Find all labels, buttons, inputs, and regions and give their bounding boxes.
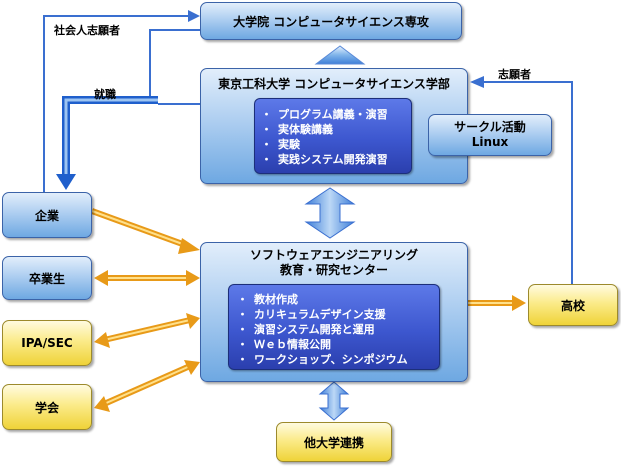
center-item: 教材作成	[237, 292, 439, 307]
employment-label: 就職	[94, 88, 116, 101]
company-box[interactable]: 企業	[2, 192, 92, 238]
applicant-arrowhead	[470, 76, 484, 88]
company-label: 企業	[34, 208, 59, 223]
ipa-center-arrow	[94, 313, 200, 348]
grad-school-label: 大学院 コンピュータサイエンス専攻	[233, 14, 429, 29]
academic-society-label: 学会	[34, 400, 59, 415]
alumni-box[interactable]: 卒業生	[2, 256, 92, 300]
undergrad-title: 東京工科大学 コンピュータサイエンス学部	[218, 77, 450, 91]
academic-center-arrow	[94, 360, 200, 412]
undergrad-curriculum-box: プログラム講義・演習 実体験講義 実験 実践システム開発演習	[254, 98, 412, 174]
working-applicant-line	[43, 15, 190, 192]
employment-pipe	[56, 96, 158, 190]
ipa-sec-label: IPA/SEC	[21, 336, 73, 350]
center-to-highschool-arrow	[468, 295, 526, 311]
highschool-label: 高校	[560, 298, 585, 313]
se-center-activities-box: 教材作成 カリキュラムデザイン支援 演習システム開発と運用 Ｗｅｂ情報公開 ワー…	[228, 284, 440, 370]
center-item: ワークショップ、シンポジウム	[237, 352, 439, 367]
se-center-title-line2: 教育・研究センター	[279, 263, 388, 277]
center-item: Ｗｅｂ情報公開	[237, 337, 439, 352]
undergrad-item: プログラム講義・演習	[261, 107, 411, 122]
circle-activity-label: サークル活動	[454, 120, 526, 134]
alumni-center-arrow	[94, 270, 200, 286]
grad-school-box[interactable]: 大学院 コンピュータサイエンス専攻	[200, 2, 462, 40]
academic-society-box[interactable]: 学会	[2, 384, 92, 430]
undergrad-item: 実践システム開発演習	[261, 152, 411, 167]
other-univ-label: 他大学連携	[303, 435, 364, 450]
applicant-line	[482, 81, 573, 284]
undergrad-item: 実験	[261, 137, 411, 152]
circle-activity-box[interactable]: サークル活動 Linux	[428, 114, 552, 156]
working-applicants-label: 社会人志願者	[54, 24, 120, 37]
undergrad-center-double-arrow	[304, 187, 356, 239]
undergrad-to-grad-arrow	[314, 45, 366, 65]
company-to-center-arrow	[90, 208, 200, 254]
center-otheruniv-double-arrow	[318, 381, 350, 421]
highschool-box[interactable]: 高校	[528, 284, 618, 326]
other-univ-box[interactable]: 他大学連携	[276, 422, 392, 462]
undergrad-item: 実体験講義	[261, 122, 411, 137]
center-item: 演習システム開発と運用	[237, 322, 439, 337]
linux-label: Linux	[471, 135, 509, 149]
working-applicant-arrowhead	[188, 10, 200, 22]
ipa-sec-box[interactable]: IPA/SEC	[2, 320, 92, 366]
applicants-label: 志願者	[498, 68, 531, 81]
center-item: カリキュラムデザイン支援	[237, 307, 439, 322]
alumni-label: 卒業生	[28, 271, 65, 286]
grad-to-employment-line	[149, 29, 200, 104]
se-center-title-line1: ソフトウェアエンジニアリング	[249, 248, 418, 262]
